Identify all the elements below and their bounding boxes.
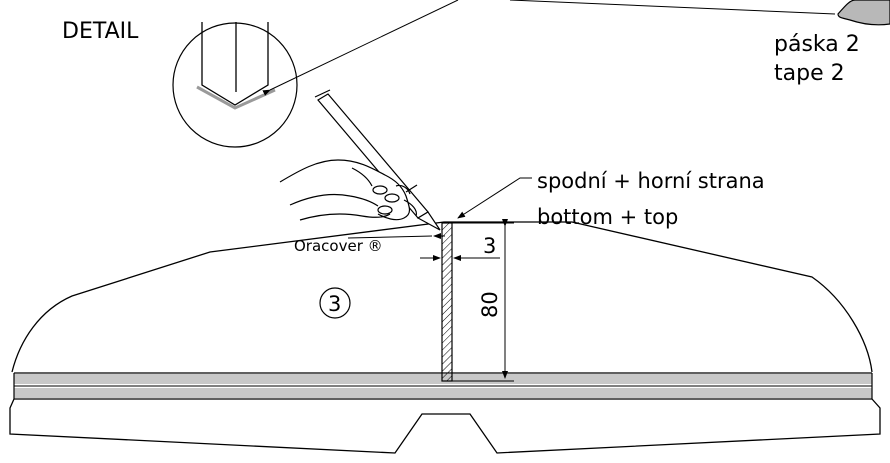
hand-with-marker: [279, 89, 441, 231]
wing-outline: [11, 221, 873, 373]
leader-lines: [262, 0, 836, 239]
dimension-width-label: 3: [483, 234, 496, 258]
dimension-height-label: 80: [478, 291, 502, 318]
hatched-strip: [441, 222, 453, 382]
side-label-en: bottom + top: [537, 205, 678, 229]
part-number-label: 3: [328, 292, 341, 316]
tape-label-cs: páska 2: [774, 32, 860, 57]
side-label-cs: spodní + horní strana: [537, 169, 765, 193]
material-label: Oracover ®: [294, 237, 383, 255]
detail-label: DETAIL: [62, 19, 139, 44]
detail-circle: [172, 22, 298, 148]
wing-underside: [9, 398, 881, 454]
tape-2-piece: [837, 0, 890, 26]
tape-label-en: tape 2: [774, 61, 845, 86]
part-number-circle: [319, 287, 351, 319]
dimension-lines: [420, 219, 514, 382]
